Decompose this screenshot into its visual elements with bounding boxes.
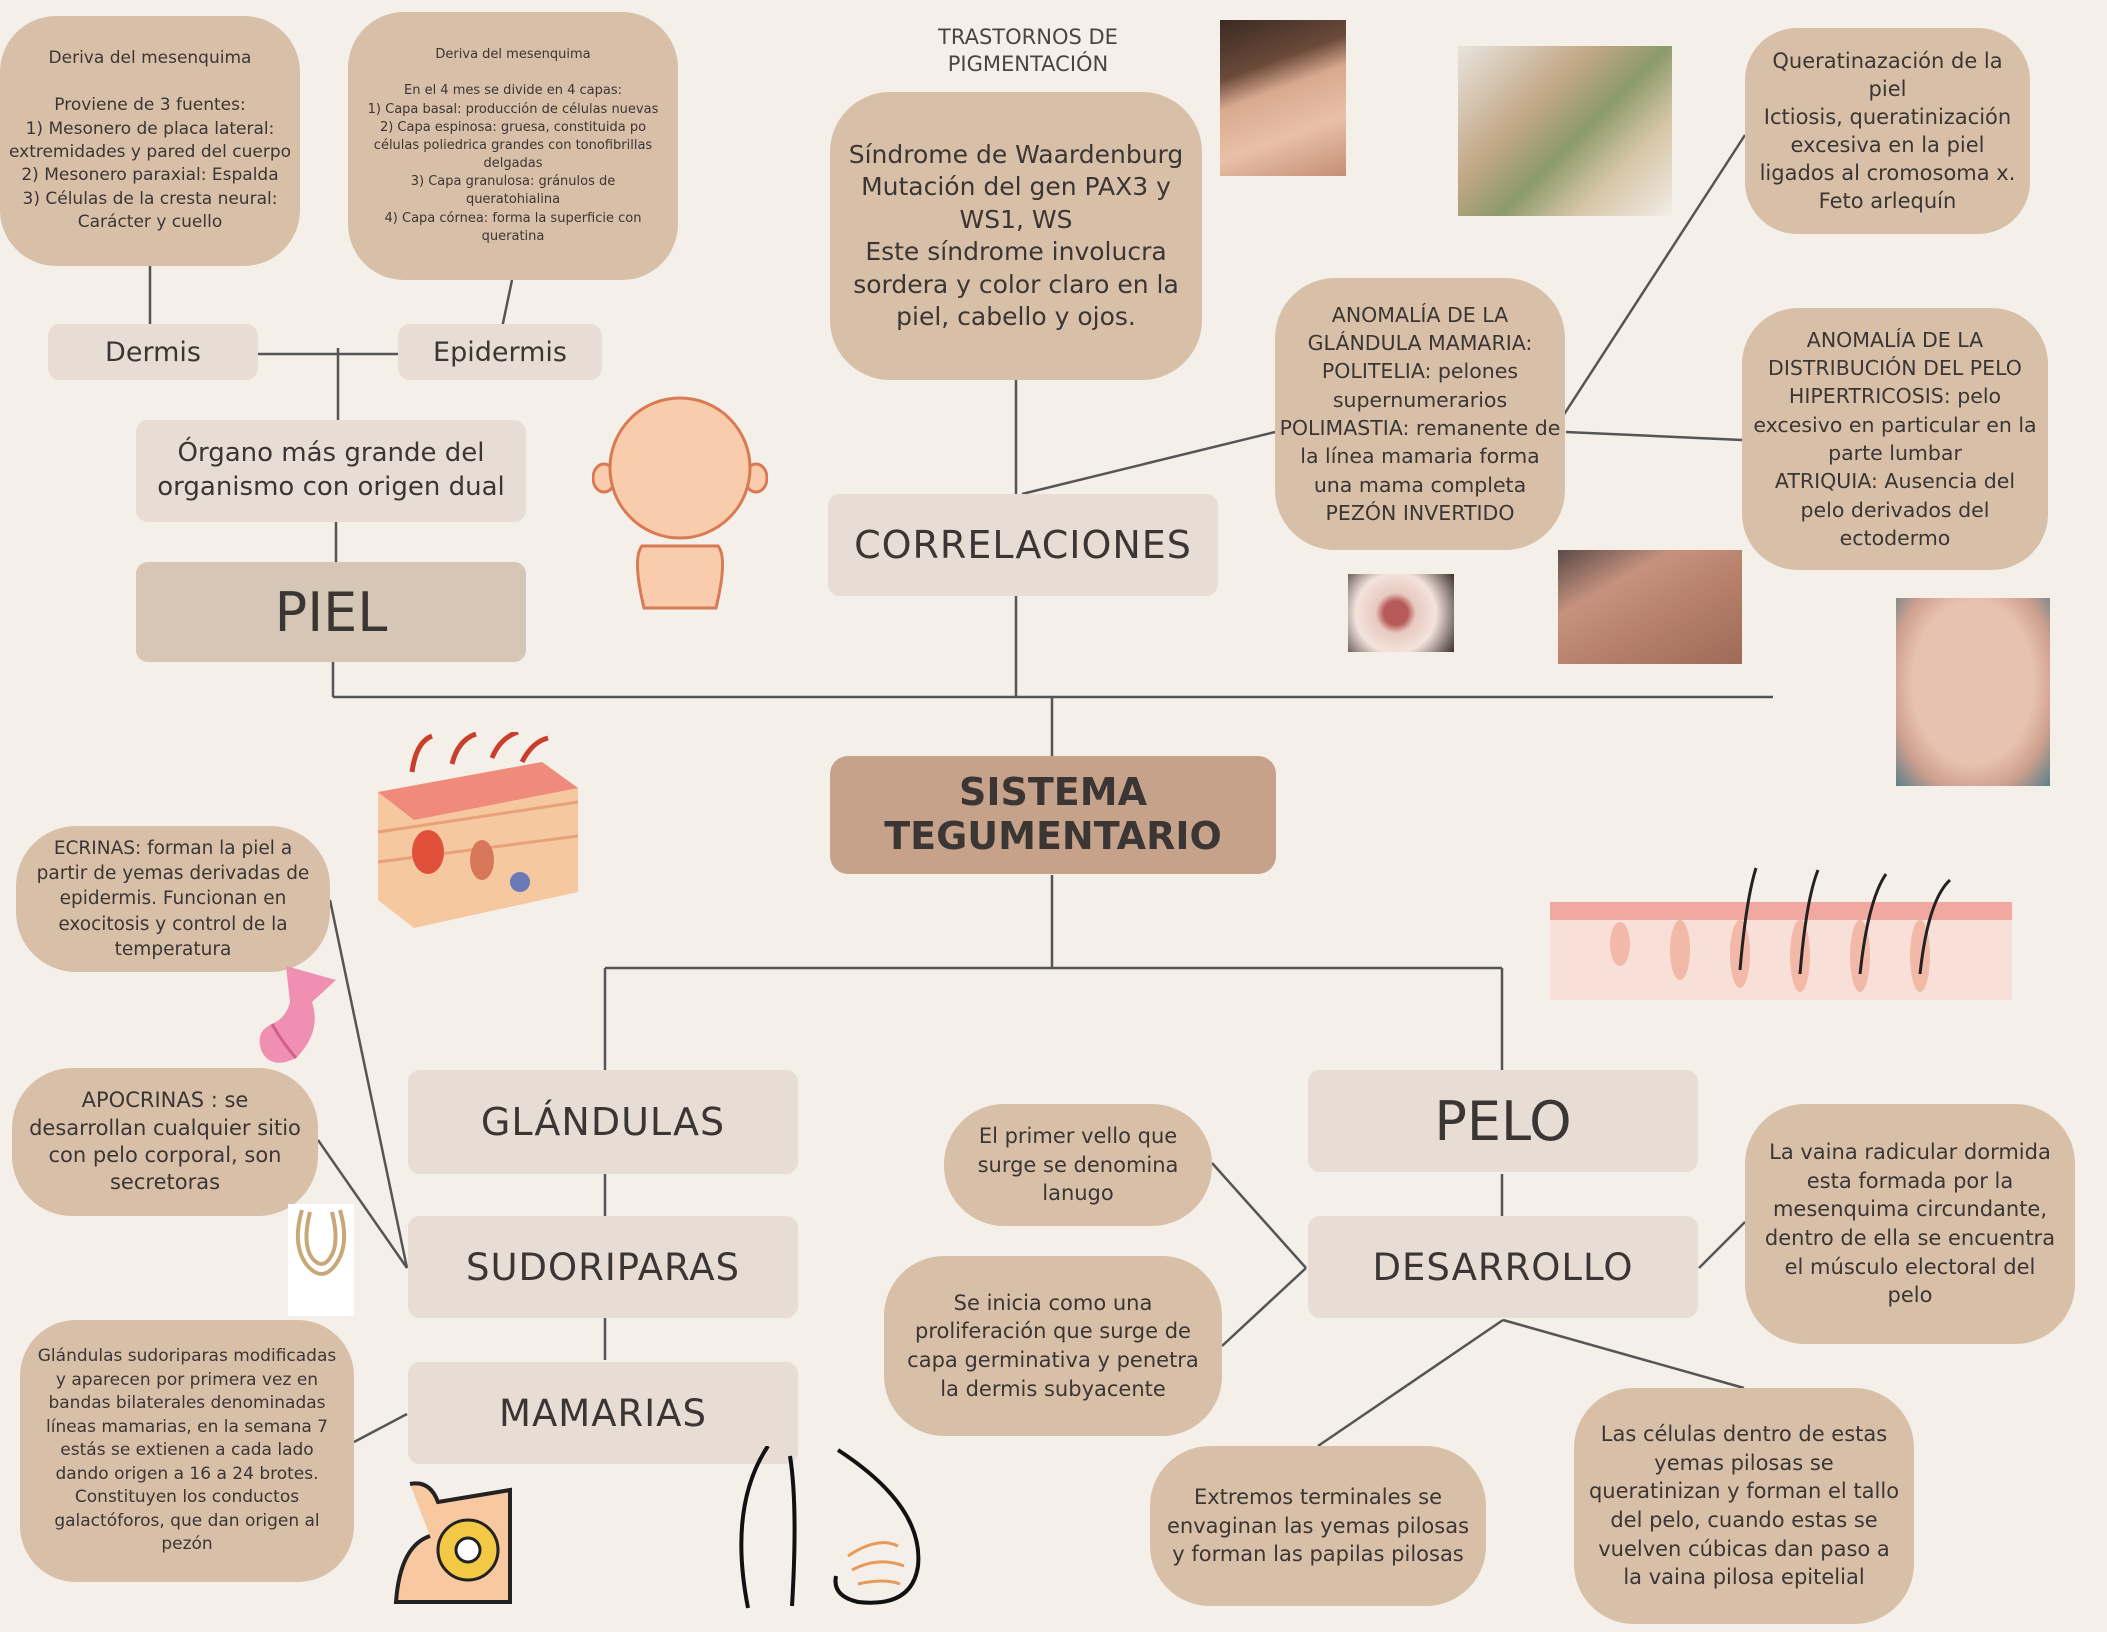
pigmentation-heading: TRASTORNOS DE PIGMENTACIÓN xyxy=(900,24,1156,79)
proliferation-note: Se inicia como una proliferación que sur… xyxy=(884,1256,1222,1436)
eccrine-gland-icon xyxy=(252,962,338,1070)
hypertrichosis-photo xyxy=(1558,550,1742,664)
harlequin-fetus-photo xyxy=(1458,46,1672,216)
keratinization-note: Queratinazación de la piel Ictiosis, que… xyxy=(1745,28,2030,234)
atrichia-baby-photo xyxy=(1896,598,2050,786)
hair-bud-ends-note: Extremos terminales se envaginan las yem… xyxy=(1150,1446,1486,1606)
glandulas-title: GLÁNDULAS xyxy=(408,1070,798,1174)
hair-distribution-anomaly-note: ANOMALÍA DE LA DISTRIBUCIÓN DEL PELO HIP… xyxy=(1742,308,2048,570)
hair-cells-note: Las células dentro de estas yemas pilosa… xyxy=(1574,1388,1914,1624)
sudoriparas-label: SUDORIPARAS xyxy=(408,1216,798,1318)
organ-description: Órgano más grande del organismo con orig… xyxy=(136,420,526,522)
pelo-title: PELO xyxy=(1308,1070,1698,1172)
nipple-photo xyxy=(1348,574,1454,652)
apocrine-note: APOCRINAS : se desarrollan cualquier sit… xyxy=(12,1068,318,1216)
mammary-gland-note: Glándulas sudoriparas modificadas y apar… xyxy=(20,1320,354,1582)
root-sheath-note: La vaina radicular dormida esta formada … xyxy=(1745,1104,2075,1344)
breast-lobes-icon xyxy=(728,1446,928,1610)
mammary-anomaly-note: ANOMALÍA DE LA GLÁNDULA MAMARIA: POLITEL… xyxy=(1275,278,1565,550)
epidermis-label: Epidermis xyxy=(398,324,602,380)
skin-layers-icon xyxy=(372,732,584,932)
sweat-gland-diagram xyxy=(288,1204,354,1316)
dermis-label: Dermis xyxy=(48,324,258,380)
epidermis-layers-note: Deriva del mesenquima En el 4 mes se div… xyxy=(348,12,678,280)
eccrine-note: ECRINAS: forman la piel a partir de yema… xyxy=(16,826,330,972)
person-icon xyxy=(592,396,768,610)
breast-flower-icon xyxy=(390,1476,516,1606)
piel-title: PIEL xyxy=(136,562,526,662)
desarrollo-label: DESARROLLO xyxy=(1308,1216,1698,1318)
lanugo-note: El primer vello que surge se denomina la… xyxy=(944,1104,1212,1226)
correlaciones-title: CORRELACIONES xyxy=(828,494,1218,596)
dermis-origin-note: Deriva del mesenquima Proviene de 3 fuen… xyxy=(0,16,300,266)
waardenburg-note: Síndrome de Waardenburg Mutación del gen… xyxy=(830,92,1202,380)
hair-follicle-development-icon xyxy=(1550,860,2012,1000)
center-topic: SISTEMA TEGUMENTARIO xyxy=(830,756,1276,874)
waardenburg-child-photo xyxy=(1220,20,1346,176)
